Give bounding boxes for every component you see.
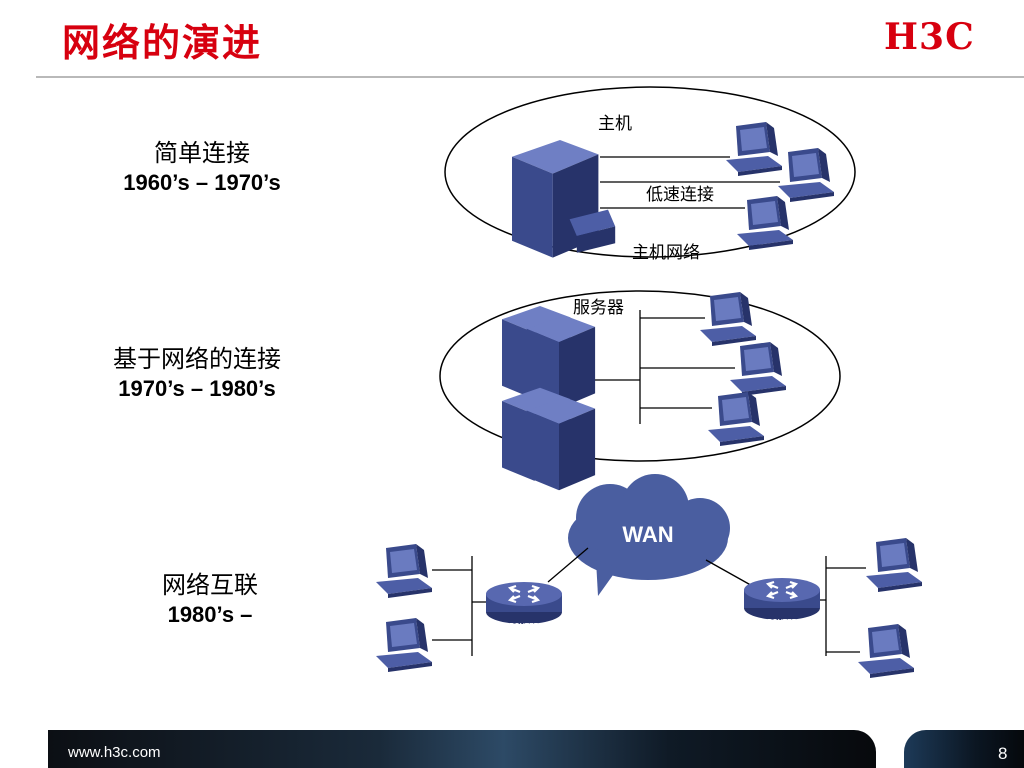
wan-label: WAN (622, 522, 673, 547)
wan-link (705, 559, 757, 589)
slide-title: 网络的演进 (62, 21, 263, 65)
era-name: 网络互联 (162, 571, 258, 599)
era-name: 基于网络的连接 (113, 345, 281, 373)
host-network-label: 主机网络 (632, 243, 700, 263)
server-rack-icon (502, 306, 596, 491)
era-years: 1980’s – (167, 602, 253, 628)
terminal-icon (726, 122, 782, 176)
host-network-group: 主机 低速连接 主机网络 (444, 86, 856, 263)
router-icon: ROUTER (484, 580, 564, 630)
footer-url: www.h3c.com (68, 744, 161, 761)
era-name: 简单连接 (154, 139, 250, 167)
internetwork-group: WAN ROUTER ROUTER (376, 474, 922, 678)
title-divider (36, 76, 1024, 78)
era-network-connection: 基于网络的连接 1970’s – 1980’s (82, 344, 312, 404)
computer-icon (376, 544, 432, 598)
computer-icon (866, 538, 922, 592)
router-label: ROUTER (509, 623, 539, 630)
era-internetworking: 网络互联 1980’s – (100, 570, 320, 630)
terminal-icon (778, 148, 834, 202)
wan-link (547, 547, 589, 583)
computer-icon (376, 618, 432, 672)
router-icon: ROUTER (742, 576, 822, 626)
workstation-icon (700, 292, 756, 346)
footer-banner (48, 730, 876, 768)
router-label: ROUTER (767, 619, 797, 626)
computer-icon (858, 624, 914, 678)
server-label: 服务器 (573, 298, 624, 318)
wan-cloud (568, 474, 730, 596)
era-years: 1960’s – 1970’s (123, 170, 281, 196)
era-years: 1970’s – 1980’s (118, 376, 276, 402)
workstation-icon (730, 342, 786, 396)
page-number: 8 (998, 744, 1008, 763)
server-network-boundary (439, 290, 841, 462)
low-speed-label: 低速连接 (646, 185, 714, 205)
h3c-logo: H3C (884, 16, 975, 58)
era-simple-connection: 简单连接 1960’s – 1970’s (92, 138, 312, 198)
terminal-icon (737, 196, 793, 250)
server-network-group: 服务器 (439, 290, 841, 491)
footer-page-tab (904, 730, 1024, 768)
mainframe-icon (512, 140, 616, 258)
host-label: 主机 (598, 114, 632, 134)
workstation-icon (708, 392, 764, 446)
host-network-boundary (444, 86, 856, 258)
